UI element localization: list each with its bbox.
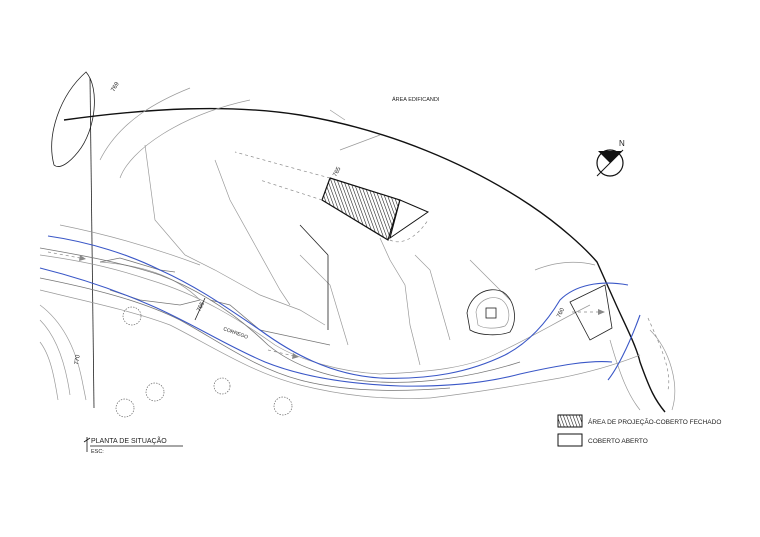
property-boundary: [63, 107, 666, 413]
open-cover-rect: [569, 284, 613, 341]
legend-item-label: ÁREA DE PROJEÇÃO-COBERTO FECHADO: [588, 417, 721, 426]
contour-label: 769: [111, 81, 122, 93]
building-projection: [234, 151, 430, 243]
right-dashed-edge: [647, 317, 670, 391]
oval-feature: [51, 71, 95, 167]
reference-line-vertical: [89, 77, 95, 409]
stream-label: CORREGO: [222, 326, 248, 341]
scale-label: ESC:: [91, 449, 104, 455]
legend-item-label: COBERTO ABERTO: [588, 438, 648, 445]
divider-line: [299, 224, 329, 256]
north-label: N: [619, 139, 625, 148]
title-block: PLANTA DE SITUAÇÃO ESC:: [83, 436, 183, 455]
flow-arrows: [47, 251, 605, 359]
north-arrow: N: [596, 139, 625, 177]
contour-label: 760: [556, 307, 566, 319]
stream-lines: [39, 235, 641, 387]
contour-label: 770: [74, 354, 82, 366]
cistern-feature: [466, 289, 515, 336]
divider-line: [194, 297, 206, 321]
contour-label: 765: [332, 166, 342, 178]
drawing-title: PLANTA DE SITUAÇÃO: [91, 436, 167, 445]
contour-lines: [39, 87, 676, 411]
contour-label: 765: [196, 301, 206, 313]
trees: [115, 306, 293, 418]
legend-swatch-hatched: [557, 414, 583, 428]
legend: ÁREA DE PROJEÇÃO-COBERTO FECHADO COBERTO…: [557, 414, 721, 447]
legend-swatch-blank: [557, 433, 583, 447]
buildable-zone-label: ÁREA EDIFICANDI: [392, 96, 440, 103]
road-edges: [39, 247, 521, 391]
